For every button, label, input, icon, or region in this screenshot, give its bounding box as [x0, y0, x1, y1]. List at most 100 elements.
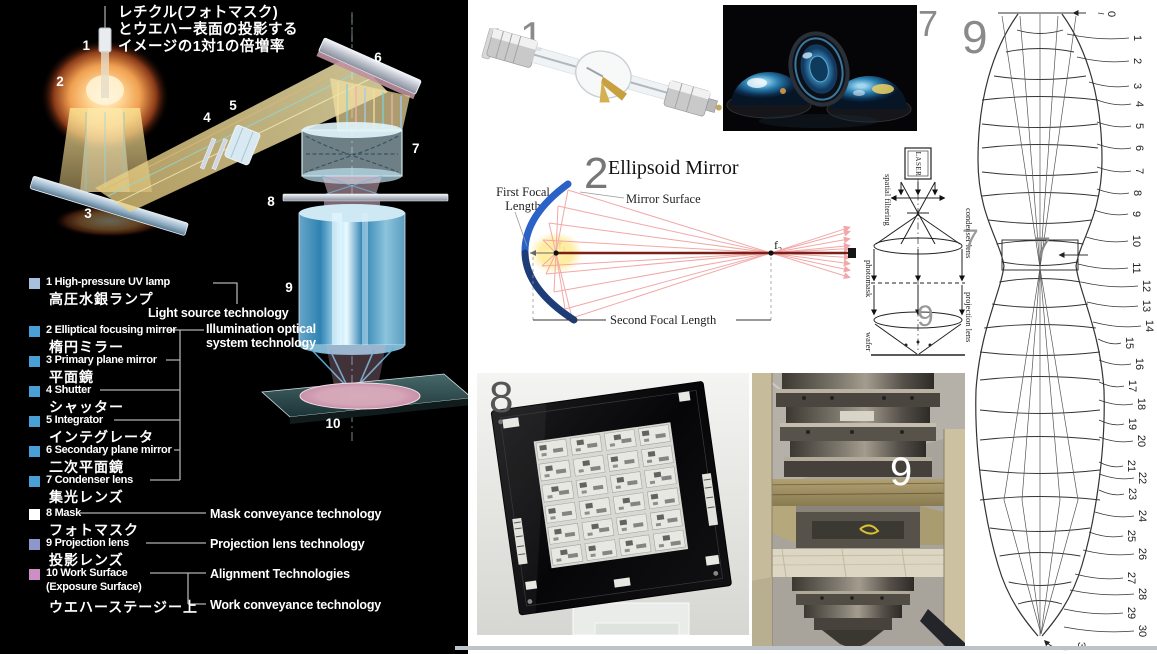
lens-diagram-inner-number: 7	[1034, 232, 1051, 265]
title-line-1: レチクル(フォトマスク)	[118, 5, 279, 21]
diagram-number-2: 2	[56, 74, 64, 89]
diagram-number-6: 6	[374, 50, 382, 65]
ellipsoid-mirror-upper	[521, 180, 572, 257]
crate-post-right	[944, 429, 965, 649]
reflected-beams	[330, 78, 410, 132]
projection-lens-label: projection lens	[964, 292, 974, 342]
surface-number-10: 10	[1130, 235, 1142, 247]
legend-swatch-9	[29, 539, 40, 550]
photo-mask-number: 8	[489, 373, 514, 422]
arrowhead	[530, 250, 536, 256]
surface-numbers: 0123456789101112131415161718192021222324…	[1105, 11, 1155, 637]
crossing-ray	[321, 175, 379, 195]
secondary-plane-mirror	[316, 37, 422, 100]
ellipsoid-diagram-graphic	[514, 180, 856, 324]
diagram-number-5: 5	[229, 98, 237, 113]
wafer-label: wafer	[864, 332, 874, 352]
lens-mid-section	[766, 506, 948, 548]
tech-work-conveyance: Work conveyance technology	[210, 598, 382, 612]
surface-number-3: 3	[1131, 83, 1143, 89]
bottom-strip	[455, 646, 1157, 650]
laser-label: LASER	[914, 152, 922, 177]
surface-number-29: 29	[1125, 607, 1137, 619]
legend-swatch-2	[29, 326, 40, 337]
legend-label-en: 5 Integrator	[46, 414, 103, 426]
photo-condenser-number: 7	[918, 3, 939, 44]
surface-number-19: 19	[1126, 418, 1138, 430]
surface-number-2: 2	[1131, 58, 1143, 64]
surface-number-6: 6	[1133, 145, 1145, 151]
schematic-condenser-number: 7	[962, 224, 979, 257]
surface-number-15: 15	[1123, 337, 1135, 349]
diagram-number-7: 7	[412, 141, 420, 156]
dark-pipe	[920, 609, 965, 649]
surface-number-21: 21	[1125, 460, 1137, 472]
diagram-number-3: 3	[84, 206, 92, 221]
first-focal-leader	[514, 211, 528, 247]
legend-swatch-3	[29, 356, 40, 367]
projection-lens	[298, 204, 406, 355]
first-focal-line2: Length	[505, 199, 541, 213]
legend-swatch-6	[29, 446, 40, 457]
surface-number-1: 1	[1131, 35, 1143, 41]
lens-bottom-cone	[792, 577, 914, 647]
photomask-label: photomask	[864, 260, 874, 298]
mirror-surface-label: Mirror Surface	[626, 192, 701, 206]
legend-swatch-10	[29, 569, 40, 580]
ellipsoid-mirror-lower	[521, 249, 578, 324]
shutter	[199, 137, 228, 171]
legend-label-en: 8 Mask	[46, 507, 81, 519]
legend-label-en: 1 High-pressure UV lamp	[46, 276, 170, 288]
surface-number-22: 22	[1136, 472, 1148, 484]
legend-label-en: 7 Condenser lens	[46, 474, 133, 486]
legend-label-jp: 集光レンズ	[49, 489, 124, 505]
bottom-number: 3	[1075, 642, 1087, 648]
work-surface	[261, 373, 468, 424]
lens-profile-right	[1041, 13, 1105, 637]
tech-light-source: Light source technology	[148, 306, 289, 320]
tech-alignment: Alignment Technologies	[210, 567, 350, 581]
legend-label-en: 6 Secondary plane mirror	[46, 444, 172, 456]
second-focal-length-label: Second Focal Length	[610, 313, 717, 327]
taped-beam	[752, 549, 965, 577]
tech-illumination: Illumination optical system technology	[206, 322, 316, 350]
surface-number-24: 24	[1136, 510, 1148, 522]
lens-rays	[1001, 14, 1079, 636]
photo-condenser-lens	[723, 5, 917, 131]
mask-pattern-grid	[535, 424, 686, 566]
lens-diagram-number: 9	[962, 11, 988, 63]
legend-swatch-4	[29, 386, 40, 397]
lens-profile-left	[975, 13, 1039, 637]
surface-number-28: 28	[1136, 588, 1148, 600]
surface-number-8: 8	[1131, 190, 1143, 196]
ellipsoid-rays	[541, 189, 851, 319]
integrator	[224, 124, 261, 166]
title-line-3: イメージの1対1の倍増率	[118, 39, 285, 55]
legend-swatch-8	[29, 509, 40, 520]
title-line-2: とウエハー表面の投影する	[118, 22, 298, 38]
spatial-filtering-label: spatial filtering	[883, 174, 893, 226]
lens-stack-top	[776, 373, 940, 477]
diagram-number-10: 10	[325, 416, 340, 431]
laser-box	[904, 147, 932, 180]
lens-cross-section-diagram: 0123456789101112131415161718192021222324…	[975, 10, 1155, 651]
legend-swatch-7	[29, 476, 40, 487]
legend-label-jp: 二次平面鏡	[49, 459, 124, 475]
surface-number-13: 13	[1140, 300, 1152, 312]
legend-label-en: 3 Primary plane mirror	[46, 354, 157, 366]
legend-label-jp: 投影レンズ	[49, 552, 124, 568]
ellipsoid-number: 2	[584, 149, 609, 198]
legend-swatch-1	[29, 278, 40, 289]
f2-base: f	[774, 238, 778, 252]
surface-number-27: 27	[1125, 572, 1137, 584]
schematic-projection-number: 9	[917, 300, 934, 333]
primary-plane-mirror	[29, 176, 189, 236]
legend-label-jp: インテグレータ	[49, 429, 154, 445]
photo-uv-lamp	[481, 28, 722, 117]
legend-label-en: 4 Shutter	[46, 384, 91, 396]
surface-number-18: 18	[1135, 398, 1147, 410]
axis-end-marker	[848, 248, 856, 258]
